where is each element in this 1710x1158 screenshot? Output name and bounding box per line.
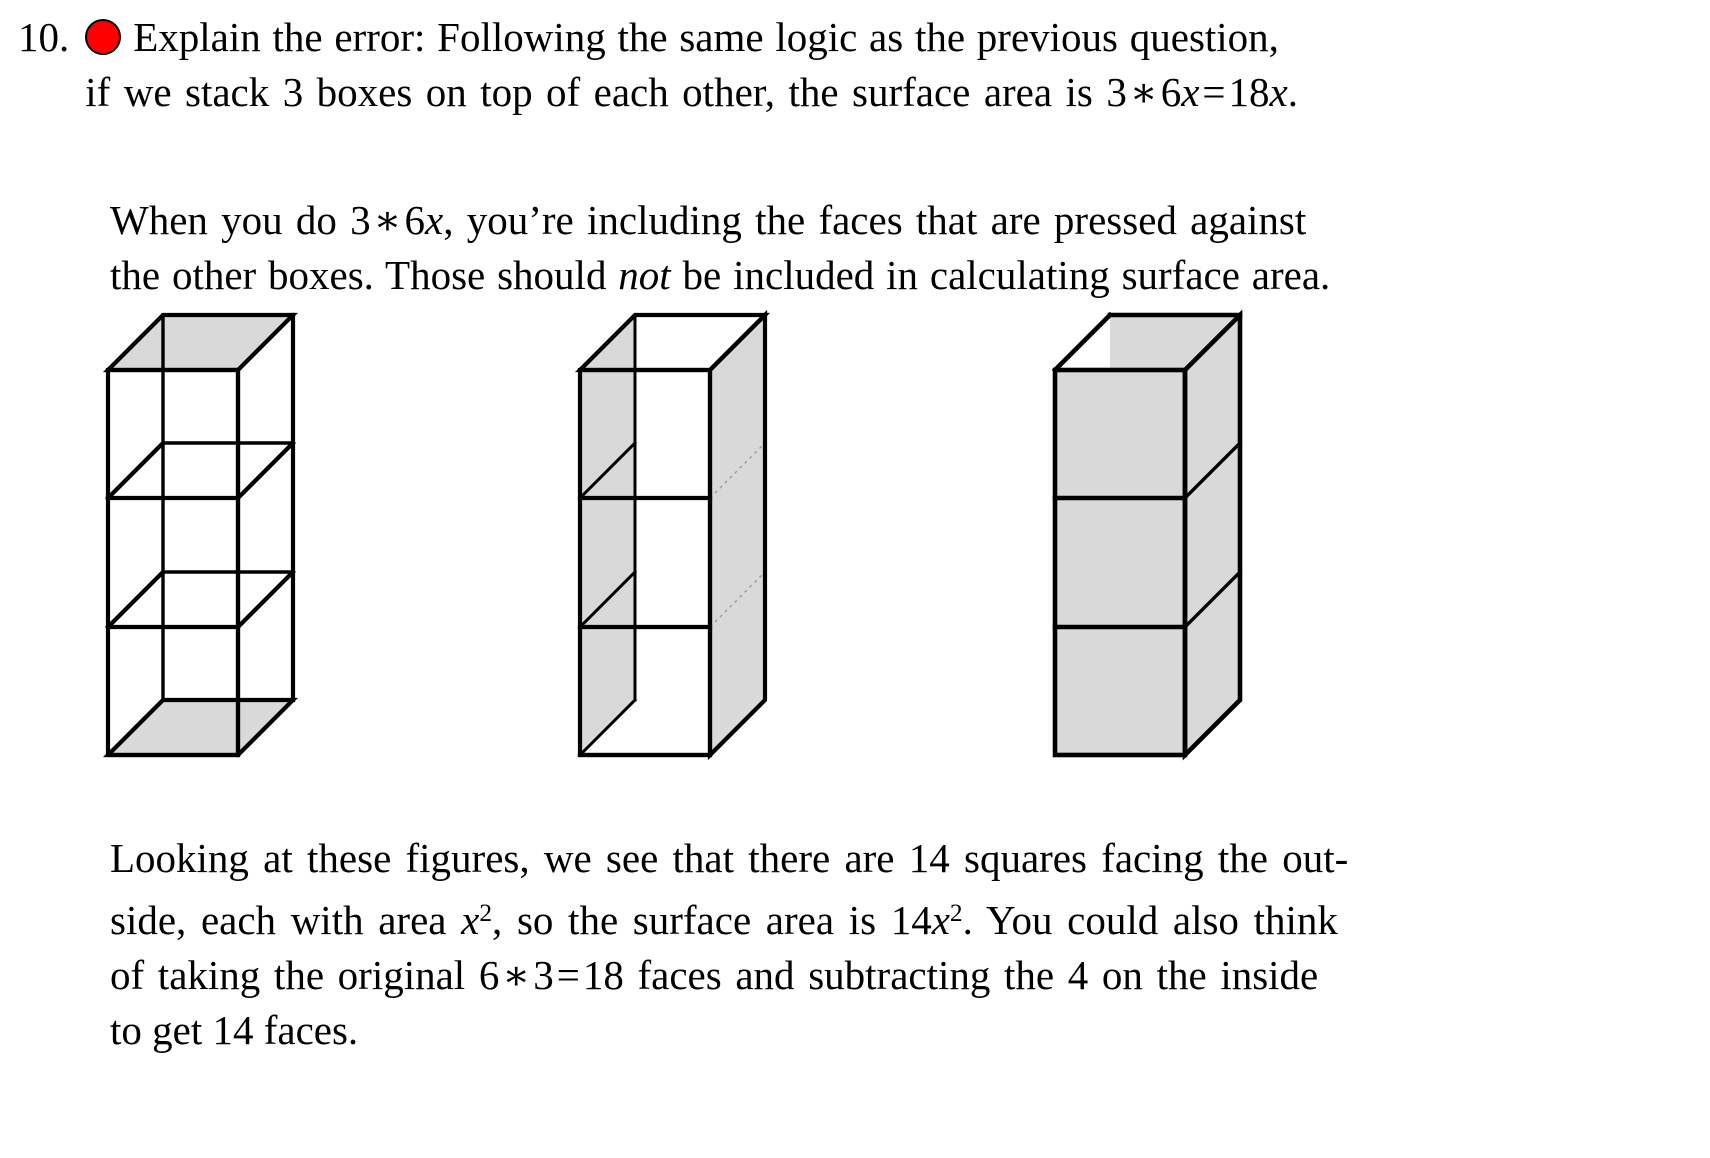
conclusion-line-3-c: on the inside bbox=[1088, 952, 1319, 999]
math-star-2: ∗ bbox=[373, 197, 402, 243]
math-14b: 14 bbox=[212, 1007, 254, 1054]
math-18: 18 bbox=[1228, 69, 1270, 115]
item-number: 10. bbox=[18, 14, 70, 60]
math-exponent-1: 2 bbox=[479, 899, 493, 927]
conclusion-line-4-b: faces. bbox=[253, 1007, 359, 1054]
front-face-top bbox=[1055, 370, 1185, 498]
top-face bbox=[108, 315, 293, 370]
problem-item-10: 10. Explain the error: Following the sam… bbox=[18, 10, 1692, 120]
explanation-line-2: the other boxes. Those should not be inc… bbox=[110, 248, 1690, 303]
explanation-line-1: When you do 3∗6x, you’re including the f… bbox=[110, 193, 1690, 248]
math-equals: = bbox=[1202, 69, 1226, 115]
math-14: 14 bbox=[890, 897, 932, 944]
conclusion-paragraph: Looking at these figures, we see that th… bbox=[110, 831, 1690, 1058]
math-6b: 6 bbox=[404, 197, 426, 243]
math-x-3: x bbox=[425, 197, 444, 243]
conclusion-line-3-b: faces and subtracting the bbox=[623, 952, 1068, 999]
figure-wireframe-stack: .e { stroke:#000; stroke-width:4.2; fill… bbox=[102, 312, 299, 758]
left-face-bottom bbox=[580, 572, 635, 755]
math-x-2: x bbox=[1269, 69, 1288, 115]
explanation-paragraph: When you do 3∗6x, you’re including the f… bbox=[110, 193, 1690, 303]
math-6c: 6 bbox=[478, 952, 500, 999]
right-face bbox=[1185, 315, 1240, 755]
red-circle-icon bbox=[85, 19, 122, 55]
math-x-5: x bbox=[931, 897, 950, 944]
conclusion-line-3: of taking the original 6∗3=18 faces and … bbox=[110, 948, 1690, 1003]
statement-line-2-text: if we stack 3 boxes on top of each other… bbox=[85, 69, 1107, 115]
math-period: . bbox=[1287, 69, 1298, 115]
math-star-3: ∗ bbox=[502, 952, 531, 999]
conclusion-line-1-text: Looking at these figures, we see that th… bbox=[110, 835, 1349, 881]
top-back-strip bbox=[1110, 315, 1240, 370]
math-x-4: x bbox=[461, 897, 480, 944]
math-star-1: ∗ bbox=[1129, 69, 1158, 115]
conclusion-line-2-b: , so the surface area is bbox=[492, 897, 891, 944]
statement-line-1-text: Explain the error: Following the same lo… bbox=[133, 14, 1279, 60]
front-face-bottom bbox=[1055, 627, 1185, 755]
math-x-1: x bbox=[1181, 69, 1200, 115]
bottom-face bbox=[108, 700, 293, 755]
conclusion-line-4-a: to get bbox=[110, 1007, 213, 1054]
explanation-line-1-b: , you’re including the faces that are pr… bbox=[443, 197, 1307, 243]
math-3c: 3 bbox=[533, 952, 554, 999]
math-18b: 18 bbox=[582, 952, 624, 999]
explanation-line-1-a: When you do bbox=[110, 197, 351, 243]
left-face-middle bbox=[580, 443, 635, 627]
explanation-line-2-b: be included in calculating surface area. bbox=[670, 252, 1331, 298]
conclusion-line-2-a: side, each with area bbox=[110, 897, 462, 944]
conclusion-line-2: side, each with area x2, so the surface … bbox=[110, 886, 1690, 948]
explanation-line-2-a: the other boxes. Those should bbox=[110, 252, 619, 298]
math-4: 4 bbox=[1067, 952, 1089, 999]
math-3: 3 bbox=[1106, 69, 1127, 115]
left-face-top bbox=[580, 315, 635, 498]
emphasis-not: not bbox=[618, 252, 671, 298]
statement-line-1: Explain the error: Following the same lo… bbox=[85, 10, 1692, 65]
math-6: 6 bbox=[1160, 69, 1182, 115]
figure-side-shaded-stack: .e2 { stroke:#000; stroke-width:4.2; fil… bbox=[574, 309, 771, 761]
front-face-middle bbox=[1055, 498, 1185, 627]
math-equals-2: = bbox=[556, 952, 580, 999]
problem-body: Explain the error: Following the same lo… bbox=[85, 10, 1692, 120]
right-face bbox=[710, 315, 765, 755]
statement-line-2: if we stack 3 boxes on top of each other… bbox=[85, 65, 1692, 120]
conclusion-line-3-a: of taking the original bbox=[110, 952, 479, 999]
math-3b: 3 bbox=[350, 197, 371, 243]
figure-group: .e { stroke:#000; stroke-width:4.2; fill… bbox=[0, 300, 1710, 800]
conclusion-line-4: to get 14 faces. bbox=[110, 1003, 1690, 1058]
conclusion-line-1: Looking at these figures, we see that th… bbox=[110, 831, 1690, 886]
conclusion-line-2-d: . You could also think bbox=[962, 897, 1338, 944]
math-exponent-2: 2 bbox=[949, 899, 963, 927]
figure-front-shaded-stack: .e3 { stroke:#000; stroke-width:4.6; fil… bbox=[1051, 309, 1243, 761]
